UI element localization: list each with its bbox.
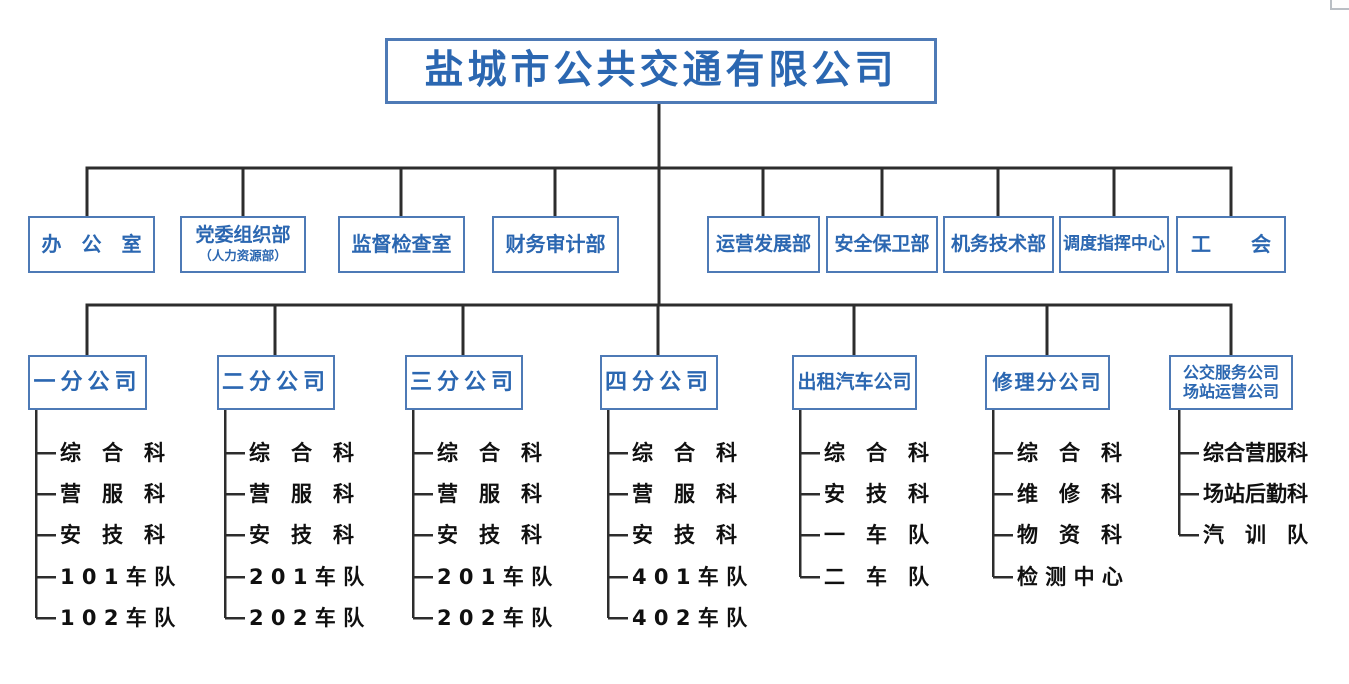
sub-item: 综 合 科 (437, 441, 542, 465)
sub-item: 物 资 科 (1017, 523, 1122, 547)
subsidiary-label: 二分公司 (221, 369, 330, 395)
department-label: 调度指挥中心 (1063, 233, 1165, 254)
subsidiary-label: 出租汽车公司 (797, 370, 912, 393)
department-box-security: 安全保卫部 (826, 216, 938, 273)
sub-item: 综 合 科 (60, 441, 165, 465)
sub-item: 安 技 科 (60, 523, 165, 547)
department-box-machinery-technology: 机务技术部 (943, 216, 1054, 273)
department-label: 财务审计部 (505, 232, 606, 256)
department-box-office: 办 公 室 (28, 216, 155, 273)
department-box-operations-development: 运营发展部 (707, 216, 820, 273)
sub-item: 营 服 科 (249, 482, 354, 506)
sub-item: 安 技 科 (824, 482, 929, 506)
subsidiary-box-branch-4: 四分公司 (600, 355, 718, 410)
subsidiary-label: 修理分公司 (992, 370, 1103, 394)
sub-item: 2 0 1 车 队 (437, 565, 553, 589)
sub-item: 安 技 科 (632, 523, 737, 547)
sub-item: 二 车 队 (824, 565, 929, 589)
subsidiary-box-taxi-company: 出租汽车公司 (792, 355, 917, 410)
sub-item: 安 技 科 (249, 523, 354, 547)
subsidiary-label: 三分公司 (409, 369, 518, 395)
subsidiary-box-service-station-company: 公交服务公司 场站运营公司 (1169, 355, 1293, 410)
sub-item: 4 0 2 车 队 (632, 606, 748, 630)
sub-item: 2 0 1 车 队 (249, 565, 365, 589)
sub-item: 1 0 1 车 队 (60, 565, 176, 589)
department-box-supervision: 监督检查室 (338, 216, 465, 273)
subsidiary-label-line2: 场站运营公司 (1182, 381, 1279, 401)
org-root-box: 盐城市公共交通有限公司 (385, 38, 937, 104)
sub-item: 汽 训 队 (1203, 523, 1308, 547)
subsidiary-box-branch-2: 二分公司 (217, 355, 335, 410)
subsidiary-label: 四分公司 (604, 369, 713, 395)
sub-item: 维 修 科 (1017, 482, 1122, 506)
department-label: 监督检查室 (351, 232, 452, 256)
sub-item: 营 服 科 (437, 482, 542, 506)
subsidiary-label-line1: 公交服务公司 (1182, 363, 1279, 383)
org-root-label: 盐城市公共交通有限公司 (424, 47, 898, 93)
subsidiary-label: 一分公司 (33, 369, 142, 395)
sub-item: 场站后勤科 (1203, 482, 1308, 506)
sub-item: 营 服 科 (60, 482, 165, 506)
department-box-party-committee: 党委组织部 （人力资源部） (180, 216, 306, 273)
sub-item: 安 技 科 (437, 523, 542, 547)
department-label: 机务技术部 (950, 232, 1046, 255)
subsidiary-box-branch-3: 三分公司 (405, 355, 523, 410)
sub-item: 营 服 科 (632, 482, 737, 506)
sub-item: 一 车 队 (824, 523, 929, 547)
sub-item: 综 合 科 (1017, 441, 1122, 465)
sub-item: 综 合 科 (824, 441, 929, 465)
sub-item: 2 0 2 车 队 (249, 606, 365, 630)
department-box-dispatch-center: 调度指挥中心 (1059, 216, 1169, 273)
department-label: 党委组织部 (195, 224, 291, 247)
page-corner-artifact (1330, 0, 1349, 10)
department-label: 运营发展部 (715, 232, 811, 255)
sub-item: 4 0 1 车 队 (632, 565, 748, 589)
sub-item: 检 测 中 心 (1017, 565, 1123, 589)
subsidiary-box-branch-1: 一分公司 (28, 355, 147, 410)
department-box-finance-audit: 财务审计部 (492, 216, 619, 273)
department-box-labor-union: 工 会 (1176, 216, 1286, 273)
department-label: 安全保卫部 (834, 232, 930, 255)
department-sublabel: （人力资源部） (199, 248, 287, 264)
sub-item: 1 0 2 车 队 (60, 606, 176, 630)
sub-item: 2 0 2 车 队 (437, 606, 553, 630)
sub-item: 综合营服科 (1203, 441, 1308, 465)
subsidiary-box-repair-company: 修理分公司 (985, 355, 1110, 410)
department-label: 办 公 室 (41, 232, 142, 256)
department-label: 工 会 (1191, 232, 1271, 256)
sub-item: 综 合 科 (249, 441, 354, 465)
sub-item: 综 合 科 (632, 441, 737, 465)
